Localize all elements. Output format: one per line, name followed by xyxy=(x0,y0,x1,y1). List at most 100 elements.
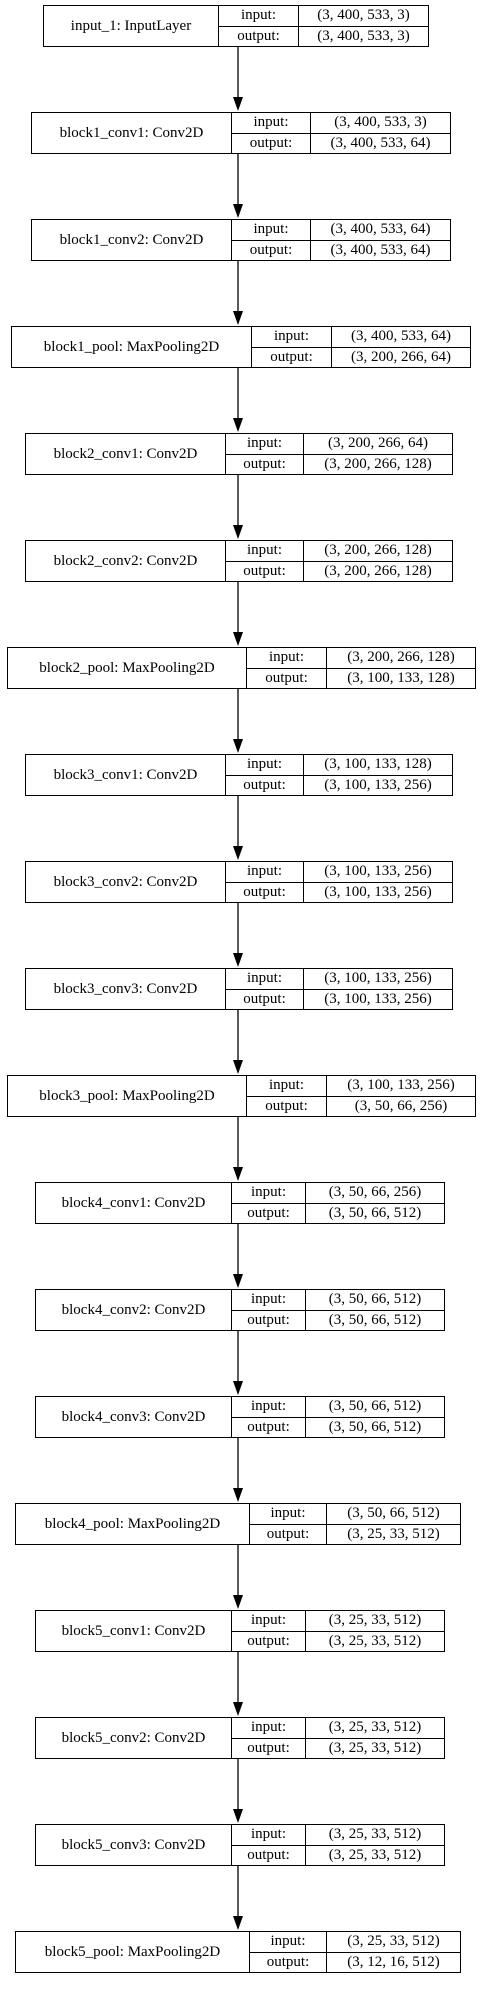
input-label: input: xyxy=(250,1398,286,1415)
output-label: output: xyxy=(250,1523,326,1545)
arrowhead-icon xyxy=(233,418,243,432)
arrowhead-icon xyxy=(233,1809,243,1823)
output-label: output: xyxy=(232,1309,305,1331)
arrowhead-icon xyxy=(233,204,243,218)
input-label: input: xyxy=(250,1612,286,1629)
layer-name: block4_pool: MaxPooling2D xyxy=(16,1504,250,1544)
arrowhead-icon xyxy=(233,1274,243,1288)
output-label: output: xyxy=(232,1630,305,1652)
output-label: output: xyxy=(232,1416,305,1438)
input-shape: (3, 400, 533, 3) xyxy=(317,7,410,24)
layer-name: block2_conv1: Conv2D xyxy=(26,434,226,474)
arrowhead-icon xyxy=(233,1702,243,1716)
output-shape: (3, 200, 266, 64) xyxy=(332,346,470,368)
layer-name: block2_pool: MaxPooling2D xyxy=(8,648,247,688)
arrowhead-icon xyxy=(233,1595,243,1609)
output-shape: (3, 50, 66, 512) xyxy=(306,1309,444,1331)
input-label: input: xyxy=(250,1719,286,1736)
layer-name: block4_conv1: Conv2D xyxy=(36,1183,232,1223)
input-label: input: xyxy=(240,7,276,24)
output-label: output: xyxy=(219,25,298,47)
output-label: output: xyxy=(232,1737,305,1759)
output-shape: (3, 50, 66, 512) xyxy=(306,1202,444,1224)
input-shape: (3, 200, 266, 64) xyxy=(328,435,428,452)
input-shape: (3, 100, 133, 256) xyxy=(324,970,432,987)
layer-name: block5_pool: MaxPooling2D xyxy=(16,1932,250,1972)
input-shape: (3, 50, 66, 256) xyxy=(328,1184,422,1201)
output-shape: (3, 200, 266, 128) xyxy=(304,453,452,475)
input-label: input: xyxy=(246,970,282,987)
layer-name: block3_conv2: Conv2D xyxy=(26,862,226,902)
input-shape: (3, 400, 533, 64) xyxy=(351,328,451,345)
output-label: output: xyxy=(226,453,303,475)
input-shape: (3, 25, 33, 512) xyxy=(328,1612,422,1629)
output-label: output: xyxy=(247,667,326,689)
input-shape: (3, 100, 133, 256) xyxy=(347,1077,455,1094)
output-shape: (3, 400, 533, 64) xyxy=(311,239,450,261)
arrowhead-icon xyxy=(233,97,243,111)
input-label: input: xyxy=(253,221,289,238)
input-shape: (3, 50, 66, 512) xyxy=(347,1505,440,1522)
layer-name: block5_conv2: Conv2D xyxy=(36,1718,232,1758)
input-label: input: xyxy=(273,328,309,345)
output-label: output: xyxy=(226,560,303,582)
output-label: output: xyxy=(232,239,310,261)
output-shape: (3, 200, 266, 128) xyxy=(304,560,452,582)
arrowhead-icon xyxy=(233,953,243,967)
input-label: input: xyxy=(246,756,282,773)
input-shape: (3, 50, 66, 512) xyxy=(328,1398,422,1415)
input-shape: (3, 50, 66, 512) xyxy=(328,1291,422,1308)
output-shape: (3, 400, 533, 3) xyxy=(299,25,428,47)
layer-name: block3_conv1: Conv2D xyxy=(26,755,226,795)
output-shape: (3, 25, 33, 512) xyxy=(327,1523,460,1545)
input-label: input: xyxy=(246,863,282,880)
input-label: input: xyxy=(253,114,289,131)
arrowhead-icon xyxy=(233,1488,243,1502)
layer-name: block1_pool: MaxPooling2D xyxy=(12,327,252,367)
output-label: output: xyxy=(226,881,303,903)
output-shape: (3, 50, 66, 512) xyxy=(306,1416,444,1438)
output-label: output: xyxy=(247,1095,326,1117)
output-label: output: xyxy=(226,774,303,796)
arrowhead-icon xyxy=(233,846,243,860)
layer-node: block5_conv1: Conv2D input:output: (3, 25,… xyxy=(35,1610,445,1652)
layer-name: block2_conv2: Conv2D xyxy=(26,541,226,581)
layer-name: block3_conv3: Conv2D xyxy=(26,969,226,1009)
output-label: output: xyxy=(252,346,331,368)
input-label: input: xyxy=(250,1184,286,1201)
arrowhead-icon xyxy=(233,739,243,753)
arrowhead-icon xyxy=(233,1167,243,1181)
arrowhead-icon xyxy=(233,632,243,646)
output-shape: (3, 100, 133, 256) xyxy=(304,988,452,1010)
output-label: output: xyxy=(232,132,310,154)
input-label: input: xyxy=(250,1291,286,1308)
layer-name: block1_conv1: Conv2D xyxy=(32,113,232,153)
input-shape: (3, 100, 133, 128) xyxy=(324,756,432,773)
input-label: input: xyxy=(268,649,304,666)
output-shape: (3, 25, 33, 512) xyxy=(306,1844,444,1866)
output-label: output: xyxy=(250,1951,326,1973)
layer-name: block5_conv1: Conv2D xyxy=(36,1611,232,1651)
input-shape: (3, 100, 133, 256) xyxy=(324,863,432,880)
arrowhead-icon xyxy=(233,1381,243,1395)
layer-name: input_1: InputLayer xyxy=(44,6,219,46)
layer-name: block5_conv3: Conv2D xyxy=(36,1825,232,1865)
layer-node: block3_conv1: Conv2D input:output: (3, 100… xyxy=(25,754,453,796)
input-label: input: xyxy=(268,1077,304,1094)
output-shape: (3, 50, 66, 256) xyxy=(327,1095,475,1117)
arrowhead-icon xyxy=(233,311,243,325)
output-shape: (3, 100, 133, 256) xyxy=(304,881,452,903)
output-label: output: xyxy=(232,1202,305,1224)
